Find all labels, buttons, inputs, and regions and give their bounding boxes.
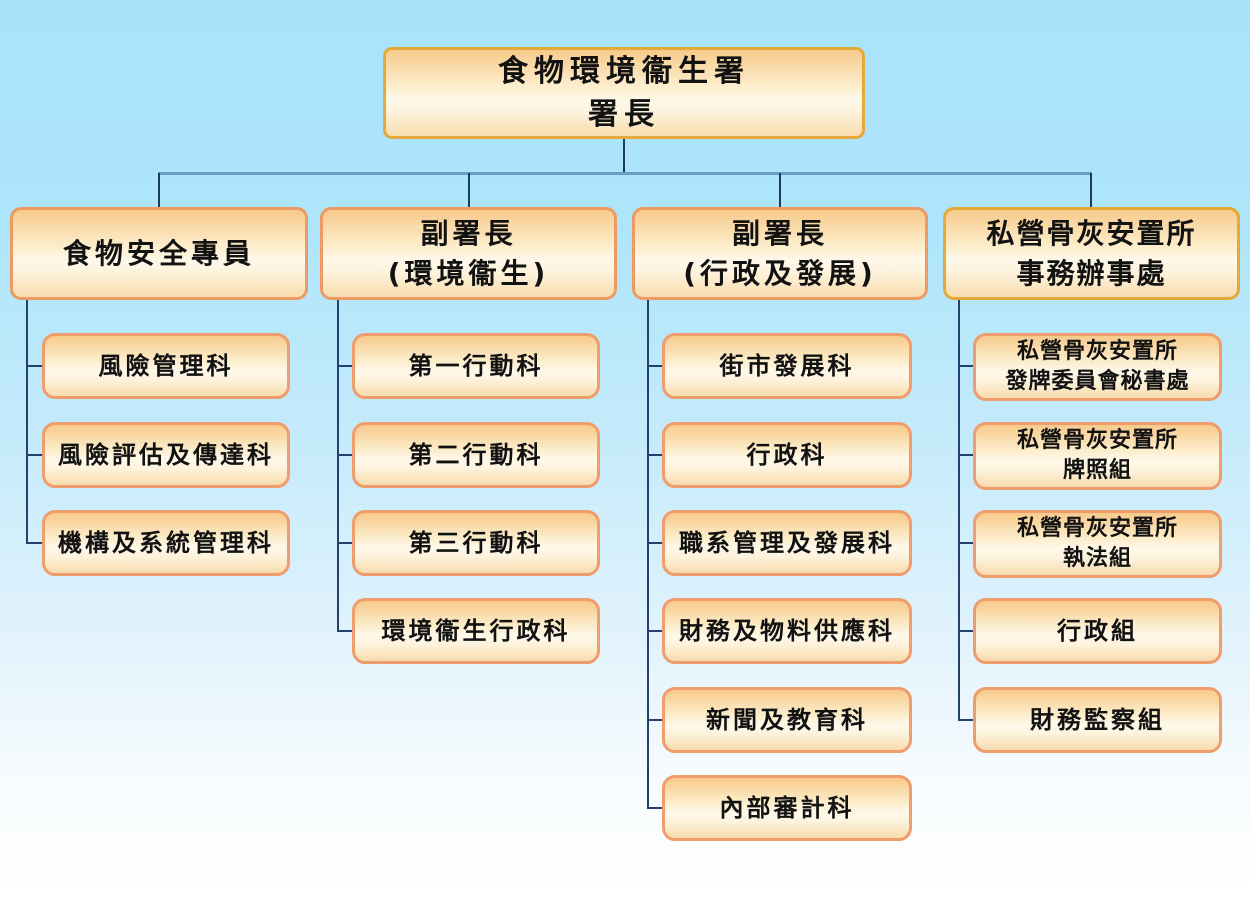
connector-col4-stub	[958, 542, 974, 544]
unit-box: 環境衞生行政科	[352, 598, 600, 664]
unit-box: 財務及物料供應科	[662, 598, 912, 664]
connector-col3-stub	[647, 719, 663, 721]
org-root-box: 食物環境衞生署 署長	[383, 47, 865, 139]
unit-box: 財務監察組	[973, 687, 1222, 753]
unit-box: 機構及系統管理科	[42, 510, 290, 576]
connector-drop-3	[779, 173, 781, 207]
branch-title-box-env-hygiene: 副署長 (環境衞生)	[320, 207, 617, 300]
unit-box: 職系管理及發展科	[662, 510, 912, 576]
unit-box: 私營骨灰安置所 執法組	[973, 510, 1222, 578]
connector-drop-2	[468, 173, 470, 207]
unit-label: 新聞及教育科	[706, 705, 868, 734]
branch-title-box-private-columbaria: 私營骨灰安置所 事務辦事處	[943, 207, 1240, 300]
unit-box: 行政組	[973, 598, 1222, 664]
unit-label: 內部審計科	[719, 793, 855, 822]
connector-col3-stub	[647, 542, 663, 544]
connector-col3-vertical	[647, 300, 649, 809]
connector-col2-stub	[337, 365, 353, 367]
connector-col2-stub	[337, 630, 353, 632]
unit-label: 財務監察組	[1030, 705, 1165, 734]
unit-label: 執法組	[1062, 546, 1132, 571]
branch-title-line: 私營骨灰安置所	[986, 216, 1197, 250]
connector-col3-stub	[647, 807, 663, 809]
unit-label: 職系管理及發展科	[679, 528, 895, 557]
connector-drop-1	[158, 173, 160, 207]
org-root-title-line: 食物環境衞生署	[498, 54, 750, 89]
unit-label: 財務及物料供應科	[679, 616, 895, 645]
branch-title-box-admin-dev: 副署長 (行政及發展)	[632, 207, 928, 300]
unit-box: 私營骨灰安置所 發牌委員會秘書處	[973, 333, 1222, 401]
connector-main-bar	[158, 172, 1092, 175]
unit-box: 內部審計科	[662, 775, 912, 841]
unit-label: 風險管理科	[98, 351, 234, 380]
unit-box: 私營骨灰安置所 牌照組	[973, 422, 1222, 490]
connector-col4-vertical	[958, 300, 960, 721]
unit-box: 第一行動科	[352, 333, 600, 399]
unit-label: 行政組	[1057, 616, 1138, 645]
unit-box: 風險評估及傳達科	[42, 422, 290, 488]
branch-title-box-food-safety: 食物安全專員	[10, 207, 308, 300]
connector-col4-stub	[958, 630, 974, 632]
unit-label: 風險評估及傳達科	[58, 440, 274, 469]
connector-col1-stub	[26, 542, 43, 544]
unit-label: 第二行動科	[408, 440, 544, 469]
unit-box: 風險管理科	[42, 333, 290, 399]
branch-title-line: 副署長	[731, 216, 828, 250]
unit-box: 新聞及教育科	[662, 687, 912, 753]
branch-title-line: (環境衞生)	[387, 256, 550, 290]
connector-root-stem	[623, 138, 625, 173]
unit-label: 街市發展科	[719, 351, 855, 380]
unit-box: 行政科	[662, 422, 912, 488]
connector-col1-stub	[26, 454, 43, 456]
unit-label: 私營骨灰安置所	[1016, 339, 1178, 364]
unit-box: 第二行動科	[352, 422, 600, 488]
connector-col3-stub	[647, 630, 663, 632]
unit-label: 第三行動科	[408, 528, 544, 557]
connector-col3-stub	[647, 365, 663, 367]
unit-label: 行政科	[746, 440, 828, 469]
connector-col4-stub	[958, 719, 974, 721]
connector-col2-stub	[337, 542, 353, 544]
unit-box: 街市發展科	[662, 333, 912, 399]
unit-label: 第一行動科	[408, 351, 544, 380]
connector-col4-stub	[958, 365, 974, 367]
branch-title-line: 食物安全專員	[62, 236, 255, 270]
connector-col4-stub	[958, 454, 974, 456]
unit-label: 私營骨灰安置所	[1016, 428, 1178, 453]
unit-label: 牌照組	[1062, 458, 1132, 483]
branch-title-line: (行政及發展)	[683, 256, 877, 290]
branch-title-line: 副署長	[420, 216, 517, 250]
connector-drop-4	[1090, 173, 1092, 207]
unit-label: 環境衞生行政科	[381, 616, 571, 645]
connector-col2-stub	[337, 454, 353, 456]
unit-box: 第三行動科	[352, 510, 600, 576]
unit-label: 機構及系統管理科	[58, 528, 274, 557]
connector-col3-stub	[647, 454, 663, 456]
org-root-title-line: 署長	[588, 97, 660, 132]
unit-label: 發牌委員會秘書處	[1005, 369, 1190, 394]
connector-col1-stub	[26, 365, 43, 367]
unit-label: 私營骨灰安置所	[1016, 516, 1178, 541]
connector-col1-vertical	[26, 300, 28, 544]
connector-col2-vertical	[337, 300, 339, 632]
branch-title-line: 事務辦事處	[1016, 256, 1167, 290]
